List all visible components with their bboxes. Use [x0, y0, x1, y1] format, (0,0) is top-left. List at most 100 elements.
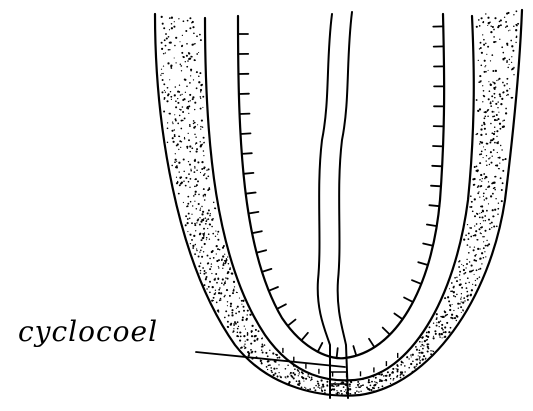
stipple-dot — [479, 143, 480, 144]
stipple-dot — [508, 30, 509, 31]
gut-tick — [394, 314, 402, 320]
stipple-dot — [349, 386, 350, 387]
stipple-dot — [254, 335, 256, 337]
stipple-dot — [483, 241, 484, 242]
stipple-dot — [479, 248, 480, 249]
stipple-dot — [182, 120, 184, 122]
stipple-dot — [501, 189, 503, 191]
stipple-dot — [173, 141, 175, 143]
stipple-dot — [479, 276, 481, 278]
stipple-dot — [245, 329, 246, 330]
stipple-dot — [192, 21, 194, 23]
stipple-dot — [490, 195, 492, 197]
stipple-dot — [176, 145, 178, 147]
stipple-dot — [206, 169, 207, 170]
stipple-dot — [166, 37, 168, 39]
stipple-dot — [234, 321, 236, 323]
stipple-dot — [444, 297, 446, 299]
stipple-dot — [204, 270, 206, 272]
stipple-dot — [510, 40, 512, 42]
stipple-dot — [244, 346, 245, 347]
stipple-dot — [201, 161, 203, 163]
stipple-dot — [245, 341, 246, 342]
stipple-dot — [162, 23, 164, 25]
stipple-dot — [506, 25, 508, 27]
stipple-dot — [189, 27, 191, 29]
stipple-dot — [225, 310, 227, 312]
stipple-dot — [196, 170, 198, 172]
stipple-dot — [493, 225, 495, 227]
stipple-dot — [477, 248, 479, 250]
stipple-dot — [400, 364, 402, 366]
stipple-dot — [501, 149, 502, 150]
stipple-dot — [480, 174, 482, 176]
stipple-dot — [203, 142, 205, 144]
stipple-dot — [483, 95, 485, 97]
stipple-dot — [230, 305, 232, 307]
stipple-dot — [499, 93, 501, 95]
stipple-dot — [241, 300, 243, 302]
stipple-dot — [499, 123, 501, 125]
stipple-dot — [251, 335, 253, 337]
stipple-dot — [163, 53, 165, 55]
stipple-dot — [202, 267, 204, 269]
stipple-dot — [474, 274, 475, 275]
stipple-dot — [474, 234, 476, 236]
stipple-dot — [180, 65, 182, 67]
stipple-dot — [336, 390, 337, 391]
stipple-dot — [481, 216, 483, 218]
stipple-dot — [255, 329, 257, 331]
stipple-dot — [430, 350, 431, 351]
stipple-dot — [190, 169, 191, 170]
stipple-dot — [165, 45, 167, 47]
stipple-dot — [212, 250, 214, 252]
stipple-dot — [445, 315, 447, 317]
stipple-dot — [218, 311, 220, 313]
stipple-dot — [179, 109, 180, 110]
stipple-dot — [193, 235, 195, 237]
stipple-dot — [233, 330, 235, 332]
gut-tick — [262, 269, 272, 272]
stipple-dot — [241, 304, 242, 305]
stipple-dot — [198, 256, 200, 258]
stipple-dot — [333, 388, 335, 390]
stipple-dot — [236, 335, 238, 337]
stipple-dot — [209, 239, 210, 240]
stipple-dot — [252, 351, 254, 353]
stipple-dot — [318, 385, 320, 387]
stipple-dot — [370, 385, 372, 387]
stipple-dot — [217, 309, 219, 311]
stipple-dot — [474, 166, 476, 168]
stipple-dot — [455, 296, 457, 298]
stipple-dot — [213, 233, 214, 234]
stipple-dot — [177, 181, 179, 183]
stipple-dot — [471, 265, 473, 267]
stipple-dot — [433, 337, 435, 339]
stipple-dot — [488, 81, 489, 82]
stipple-dot — [185, 185, 187, 187]
stipple-dot — [483, 44, 485, 46]
stipple-dot — [175, 153, 176, 154]
stipple-dot — [493, 93, 495, 95]
cyclocoel-label: cyclocoel — [18, 318, 158, 346]
stipple-dot — [233, 290, 235, 292]
stipple-dot — [401, 361, 403, 363]
stipple-dot — [484, 115, 486, 117]
stipple-dot — [383, 375, 384, 376]
stipple-dot — [206, 276, 208, 278]
stipple-dot — [438, 321, 440, 323]
stipple-dot — [298, 380, 300, 382]
stipple-dot — [200, 221, 202, 223]
stipple-dot — [235, 313, 237, 315]
stipple-dot — [469, 206, 470, 207]
stipple-dot — [470, 294, 472, 296]
stipple-dot — [224, 317, 226, 319]
stipple-dot — [488, 98, 490, 100]
stipple-dot — [298, 373, 299, 374]
stipple-dot — [220, 292, 222, 294]
stipple-dot — [250, 343, 252, 345]
gut-tick — [242, 153, 252, 154]
stipple-dot — [201, 213, 203, 215]
stipple-dot — [169, 49, 170, 50]
stipple-dot — [186, 206, 187, 207]
